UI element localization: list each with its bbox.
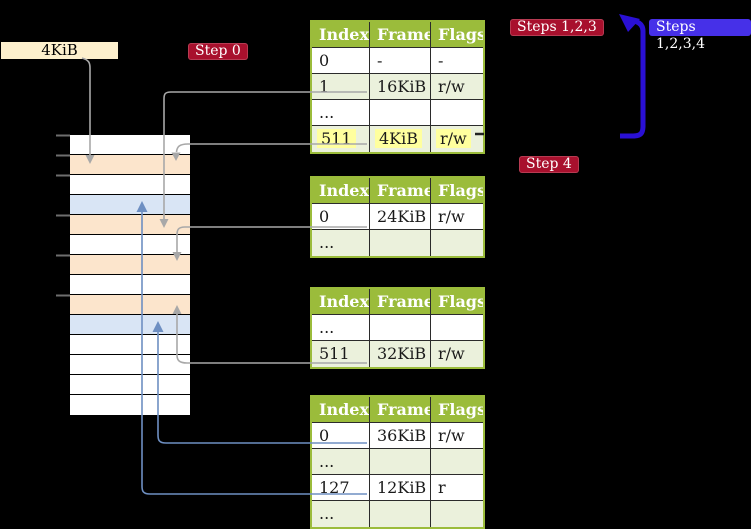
table-cell: ...: [312, 449, 370, 474]
table-cell: [431, 100, 483, 125]
table-cell: 4KiB: [370, 126, 431, 152]
table-cell: ...: [312, 230, 370, 256]
memory-frame-row: [70, 375, 190, 395]
table-cell: 12KiB: [370, 475, 431, 500]
memory-frame-row: [70, 275, 190, 295]
column-header: Index: [312, 178, 370, 203]
column-header: Frame: [370, 178, 431, 203]
column-header: Index: [312, 22, 370, 47]
table-cell: 0: [312, 204, 370, 229]
table-cell: 24KiB: [370, 204, 431, 229]
table-cell: 127: [312, 475, 370, 500]
page-size-label: 4KiB: [1, 42, 118, 59]
highlighted-value: r/w: [436, 129, 471, 148]
table-cell: r/w: [431, 126, 483, 152]
table-cell: r: [438, 478, 446, 497]
memory-frame-row: [70, 315, 190, 335]
table-cell: 0: [312, 48, 370, 73]
column-header: Frame: [370, 397, 431, 422]
memory-frame-row: [70, 355, 190, 375]
physical-memory-column: [70, 135, 190, 415]
table-cell: -: [438, 51, 444, 70]
table-cell: r/w: [438, 77, 465, 96]
memory-frame-row: [70, 195, 190, 215]
table-cell: 511: [312, 341, 370, 367]
memory-frame-row: [70, 135, 190, 155]
table-cell: [370, 100, 431, 125]
address-ticks: [56, 134, 70, 297]
table-cell: ...: [312, 501, 370, 527]
table-cell: [431, 501, 483, 527]
step0-label: Step 0: [188, 43, 248, 60]
table-cell: [370, 230, 431, 256]
memory-frame-row: [70, 155, 190, 175]
table-row: ...: [312, 315, 483, 341]
table-cell: [431, 449, 483, 474]
table-row: 511 4KiB r/w: [312, 126, 483, 152]
table-row: ...: [312, 501, 483, 527]
table-cell: [370, 501, 431, 527]
column-header: Flags: [438, 181, 483, 200]
table-cell: r/w: [438, 207, 465, 226]
steps1234-label: Steps 1,2,3,4: [649, 19, 751, 52]
memory-frame-row: [70, 295, 190, 315]
table-cell: -: [370, 48, 431, 73]
highlighted-value: 511: [317, 129, 356, 148]
column-header: Flags: [438, 400, 483, 419]
table-cell: r/w: [438, 426, 465, 445]
column-header: Index: [312, 397, 370, 422]
table-cell: [431, 230, 483, 256]
table-cell: 0: [312, 423, 370, 448]
memory-frame-row: [70, 175, 190, 195]
table-row: 0--: [312, 48, 483, 74]
memory-frame-row: [70, 395, 190, 415]
table-row: ...: [312, 100, 483, 126]
table-row: ...: [312, 449, 483, 475]
table-cell: 16KiB: [370, 74, 431, 99]
table-cell: ...: [312, 100, 370, 125]
memory-frame-row: [70, 255, 190, 275]
steps123-label: Steps 1,2,3: [510, 19, 604, 36]
column-header: Flags: [438, 25, 483, 44]
table-cell: 1: [312, 74, 370, 99]
memory-frame-row: [70, 215, 190, 235]
table-cell: [370, 449, 431, 474]
highlighted-value: 4KiB: [375, 129, 423, 148]
column-header: Index: [312, 289, 370, 314]
table-cell: 36KiB: [370, 423, 431, 448]
column-header: Frame: [370, 289, 431, 314]
table-cell: r/w: [438, 344, 465, 363]
table-cell: 511: [312, 126, 370, 152]
table-cell: [370, 315, 431, 340]
step4-label: Step 4: [519, 156, 579, 173]
table-cell: ...: [312, 315, 370, 340]
table-row: ...: [312, 230, 483, 256]
memory-frame-row: [70, 335, 190, 355]
memory-frame-row: [70, 235, 190, 255]
table-cell: [431, 315, 483, 340]
table-cell: 32KiB: [370, 341, 431, 367]
column-header: Flags: [438, 292, 483, 311]
column-header: Frame: [370, 22, 431, 47]
